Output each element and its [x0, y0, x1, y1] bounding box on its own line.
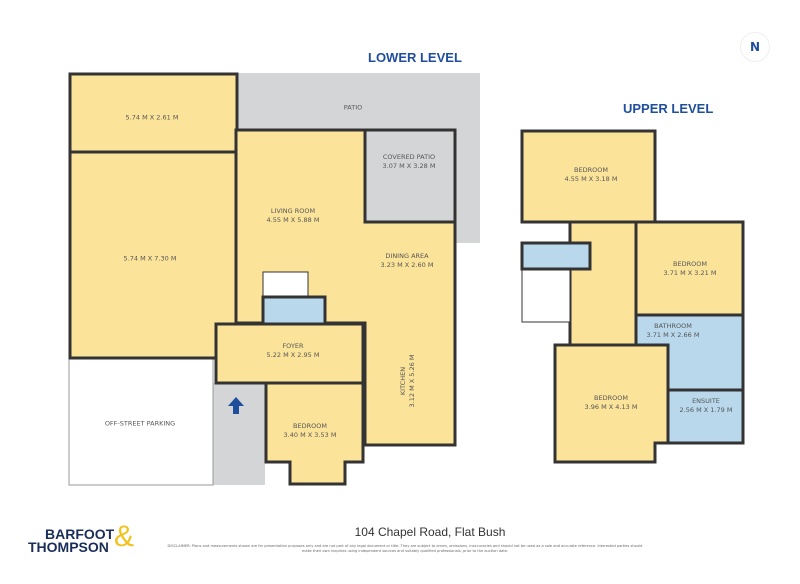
room-bedroom-lower	[264, 381, 365, 486]
compass-label: N	[749, 40, 761, 54]
room-ensuite	[666, 388, 745, 445]
room-dims: 2.56 M X 1.79 M	[679, 406, 733, 414]
patio-strip	[455, 131, 480, 243]
room-dims: 4.55 M X 3.18 M	[564, 175, 618, 183]
room-dims: 3.07 M X 3.28 M	[382, 162, 436, 170]
property-address: 104 Chapel Road, Flat Bush	[354, 525, 506, 539]
room-name: FOYER	[282, 342, 304, 350]
room-name: ENSUITE	[692, 397, 720, 405]
stairs-lower	[262, 271, 309, 297]
room-garage-large	[68, 150, 239, 360]
room-dims: 3.96 M X 4.13 M	[584, 403, 638, 411]
room-name: PATIO	[343, 103, 363, 112]
parking-area	[68, 357, 214, 486]
room-name: LIVING ROOM	[270, 207, 316, 215]
room-dims: 5.22 M X 2.95 M	[266, 351, 320, 359]
room-label: 5.74 M X 7.30 M	[124, 255, 177, 264]
room-name: DINING AREA	[385, 252, 429, 260]
room-name: BEDROOM	[673, 260, 707, 268]
room-dims: 4.55 M X 5.88 M	[266, 216, 320, 224]
barfoot-thompson-logo: BARFOOT THOMPSON &	[28, 522, 134, 555]
disclaimer: DISCLAIMER: Plans and measurements shown…	[167, 544, 643, 553]
patio-area	[237, 73, 480, 131]
room-name: BEDROOM	[574, 166, 608, 174]
logo-line-2: THOMPSON	[28, 539, 109, 555]
logo-ampersand: &	[114, 520, 135, 553]
driveway	[213, 383, 265, 485]
room-covered-patio	[363, 128, 457, 224]
room-name: BEDROOM	[594, 394, 628, 402]
room-name: COVERED PATIO	[382, 153, 436, 161]
room-name: BATHROOM	[654, 322, 692, 330]
logo-line-1: BARFOOT	[45, 526, 115, 542]
lower-level-title: LOWER LEVEL	[368, 50, 462, 65]
room-label: 5.74 M X 2.61 M	[126, 114, 179, 123]
room-hallway-upper	[568, 220, 638, 347]
north-compass-icon: N	[740, 32, 770, 62]
room-dims: 3.12 M X 5.26 M	[408, 354, 416, 408]
upper-level-plan	[520, 129, 745, 464]
room-wc-lower	[261, 295, 327, 326]
room-dims: 3.23 M X 2.60 M	[380, 261, 434, 269]
room-wc-upper	[520, 241, 592, 271]
room-bedroom-upper-3	[553, 343, 670, 464]
room-bedroom-upper-1	[520, 129, 657, 224]
room-dims: 5.74 M X 7.30 M	[123, 254, 177, 263]
room-name: OFF-STREET PARKING	[104, 419, 176, 428]
room-dims: 3.71 M X 3.21 M	[663, 269, 717, 277]
room-foyer	[214, 322, 365, 385]
room-name: KITCHEN	[399, 366, 407, 396]
lower-level-plan	[68, 72, 480, 486]
room-label: PATIO	[344, 104, 362, 113]
room-dims: 3.40 M X 3.53 M	[283, 431, 337, 439]
upper-level-title: UPPER LEVEL	[623, 101, 714, 116]
stairs-upper	[521, 269, 571, 323]
room-bedroom-upper-2	[634, 220, 745, 317]
room-label: OFF-STREET PARKING	[105, 420, 175, 429]
room-name: BEDROOM	[293, 422, 327, 430]
room-dims: 3.71 M X 2.66 M	[646, 331, 700, 339]
entry-arrow-icon	[228, 397, 244, 414]
room-dims: 5.74 M X 2.61 M	[125, 113, 179, 122]
